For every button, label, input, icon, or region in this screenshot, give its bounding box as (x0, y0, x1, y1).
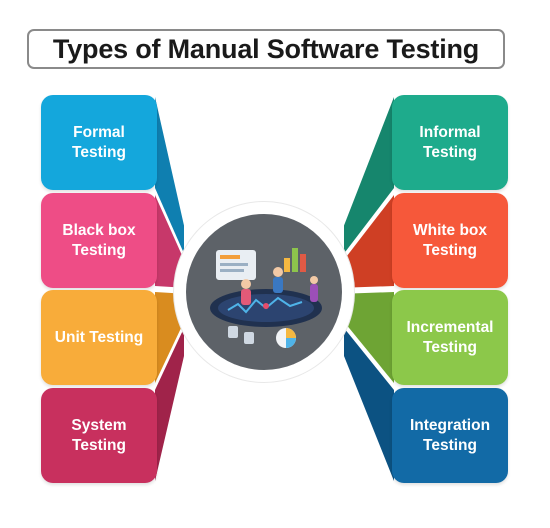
funnel-right-3 (344, 328, 394, 481)
card-label-line2: Testing (72, 241, 126, 259)
title-box: Types of Manual Software Testing (27, 29, 505, 69)
card-label-line1: Black box (62, 221, 136, 239)
hub-illustration-circle (186, 214, 342, 370)
team-analytics-illustration-icon (210, 248, 322, 348)
card-label-line1: Incremental (406, 318, 494, 336)
card-unit-testing: Unit Testing (41, 290, 157, 385)
card-label-line2: Testing (72, 436, 126, 454)
card-label-line1: Formal (73, 123, 125, 141)
card-label-line2: Testing (423, 436, 477, 454)
funnel-right-0 (344, 97, 394, 254)
funnel-right-2 (344, 292, 394, 383)
card-label-line1: Informal (419, 123, 481, 141)
funnel-left-3 (155, 328, 184, 481)
central-hub (174, 202, 354, 382)
funnel-left-0 (155, 97, 184, 254)
card-label-line1: Integration (409, 416, 491, 434)
funnel-left-1 (155, 195, 184, 288)
card-label-line1: System (71, 416, 127, 434)
card-label-line1: Unit Testing (54, 328, 144, 346)
card-label-line2: Testing (423, 241, 477, 259)
card-label-line2: Testing (423, 143, 477, 161)
card-label-line2: Testing (72, 143, 126, 161)
diagram-title: Types of Manual Software Testing (52, 33, 480, 64)
card-label-line1: White box (412, 221, 488, 239)
funnel-right-1 (344, 195, 394, 288)
card-label-line2: Testing (423, 338, 477, 356)
